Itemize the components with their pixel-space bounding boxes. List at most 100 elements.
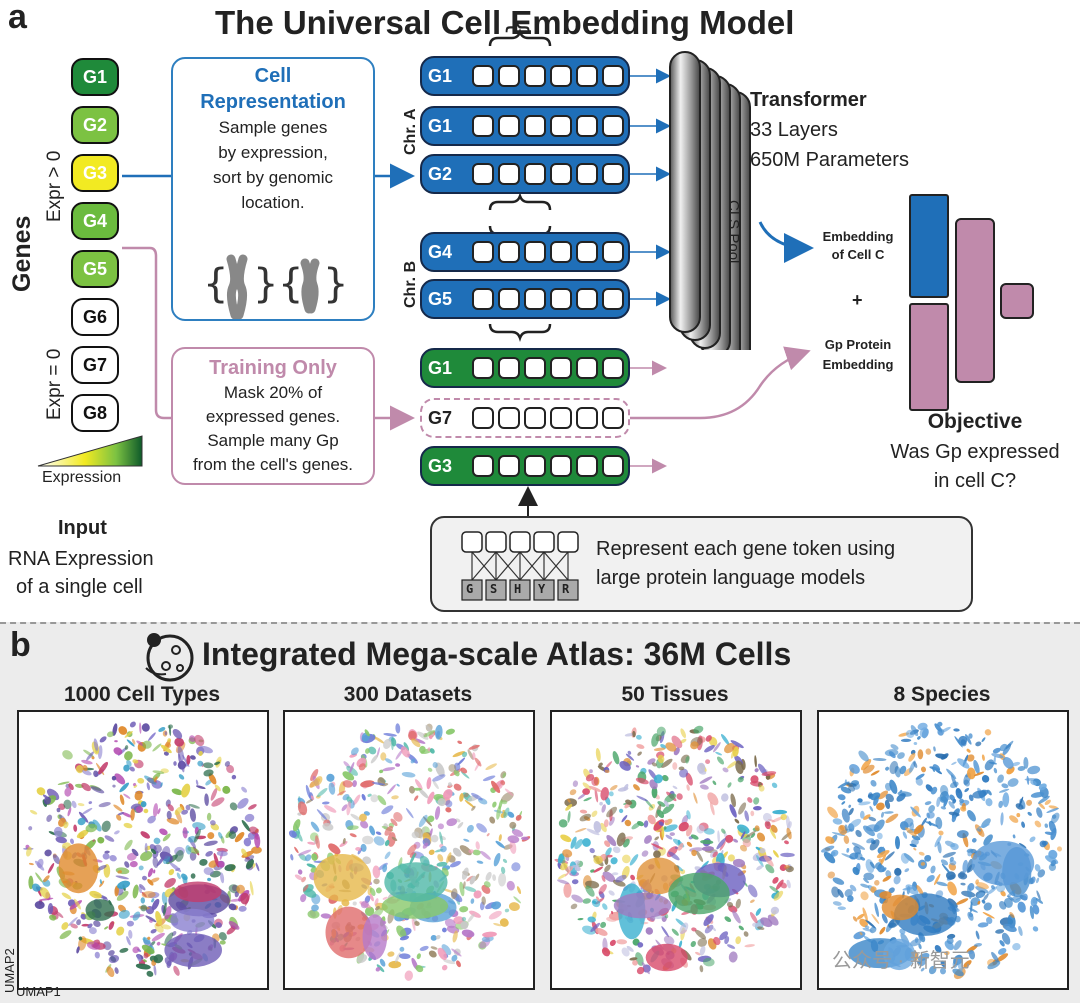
token-square: [550, 455, 572, 477]
token-row-label: G2: [428, 163, 453, 184]
token-square: [550, 115, 572, 137]
svg-text:}: }: [323, 261, 348, 307]
watermark-text: 公众号 · 新智元: [832, 950, 970, 972]
embedding-label2: of Cell C: [831, 247, 885, 262]
amino-acid-letter: H: [514, 582, 522, 596]
gene-chip: G6: [71, 298, 119, 336]
token-square: [602, 115, 624, 137]
token-square: [550, 407, 572, 429]
token-square: [498, 115, 520, 137]
svg-text:}: }: [253, 261, 278, 307]
token-square: [472, 115, 494, 137]
transformer-title: Transformer: [750, 89, 867, 111]
token-square: [602, 241, 624, 263]
umap-plot: [17, 710, 269, 990]
panel-b-label: b: [10, 626, 31, 664]
embedding-label1: Embedding: [822, 229, 894, 244]
panel-a-title: The Universal Cell Embedding Model: [215, 4, 795, 41]
token-row-label: G4: [428, 241, 453, 262]
token-square: [602, 407, 624, 429]
plus-sign: +: [852, 290, 863, 310]
expression-label: Expression: [42, 469, 122, 486]
token-square: [498, 407, 520, 429]
token-square: [472, 65, 494, 87]
token-square: [524, 357, 546, 379]
token-square: [550, 241, 572, 263]
token-square: [602, 455, 624, 477]
umap-title: 1000 Cell Types: [63, 683, 221, 706]
objective-line2: in cell C?: [933, 470, 1017, 492]
token-square: [550, 65, 572, 87]
protein-embedding-bar: [909, 303, 949, 411]
token-square: [524, 241, 546, 263]
token-square: [498, 455, 520, 477]
umap-title: 8 Species: [893, 683, 991, 706]
token-square: [498, 357, 520, 379]
umap1-label: UMAP1: [16, 984, 61, 999]
protein-embedding-label1: Gp Protein: [824, 337, 892, 352]
gene-chip: G3: [71, 154, 119, 192]
token-square: [576, 163, 598, 185]
token-square: [498, 65, 520, 87]
token-square: [498, 288, 520, 310]
chr-a-label: Chr. A: [402, 108, 419, 155]
token-square: [524, 407, 546, 429]
token-row-label: G1: [428, 357, 453, 378]
token-row: G2: [420, 154, 630, 194]
cell-rep-title1: Cell: [254, 65, 292, 87]
token-square: [524, 455, 546, 477]
umap-plot: [817, 710, 1069, 990]
token-square: [550, 288, 572, 310]
training-only-box: Training Only Mask 20% of expressed gene…: [171, 347, 375, 485]
umap-title: 50 Tissues: [621, 683, 729, 706]
token-square: [550, 163, 572, 185]
token-square: [472, 407, 494, 429]
token-square: [524, 65, 546, 87]
cell-rep-line: location.: [241, 193, 305, 212]
token-square: [576, 288, 598, 310]
transformer-layers: 33 Layers: [750, 119, 838, 141]
token-square: [602, 288, 624, 310]
token-square: [576, 65, 598, 87]
cls-pool-label: CLS Pool: [725, 200, 742, 264]
protein-embedding-label2: Embedding: [822, 357, 894, 372]
svg-text:{: {: [203, 261, 228, 307]
token-square: [602, 65, 624, 87]
expression-gradient: [37, 435, 143, 467]
token-square: [602, 357, 624, 379]
token-row: G5: [420, 279, 630, 319]
cell-embedding-bar: [909, 194, 949, 298]
panel-a-label: a: [8, 0, 27, 36]
cell-rep-line: Sample genes: [218, 118, 328, 137]
token-square: [472, 241, 494, 263]
token-row-label: G5: [428, 288, 453, 309]
chromosome-icon: { } { }: [203, 254, 348, 319]
svg-text:{: {: [503, 19, 533, 36]
gene-chip: G5: [71, 250, 119, 288]
cell-rep-line: by expression,: [218, 143, 328, 162]
token-square: [498, 241, 520, 263]
input-line1: RNA Expression: [8, 548, 154, 570]
panel-b-title: Integrated Mega-scale Atlas: 36M Cells: [202, 636, 792, 672]
amino-acid-letter: R: [562, 582, 570, 596]
objective-title: Objective: [927, 410, 1023, 433]
input-title: Input: [58, 517, 107, 539]
token-square: [524, 115, 546, 137]
training-title: Training Only: [209, 357, 337, 379]
cell-rep-title2: Representation: [200, 91, 346, 113]
token-square: [472, 357, 494, 379]
umap-plot: [550, 710, 802, 990]
token-square: [576, 115, 598, 137]
umap-title: 300 Datasets: [343, 683, 473, 706]
svg-text:{: {: [278, 261, 303, 307]
token-row-label: G1: [428, 65, 453, 86]
gene-chip: G8: [71, 394, 119, 432]
gene-chip: G4: [71, 202, 119, 240]
gene-chip: G2: [71, 106, 119, 144]
amino-acid-letter: S: [490, 582, 498, 596]
token-square: [472, 455, 494, 477]
token-row: G7: [420, 398, 630, 438]
token-row-label: G7: [428, 407, 453, 428]
input-line2: of a single cell: [16, 576, 143, 598]
